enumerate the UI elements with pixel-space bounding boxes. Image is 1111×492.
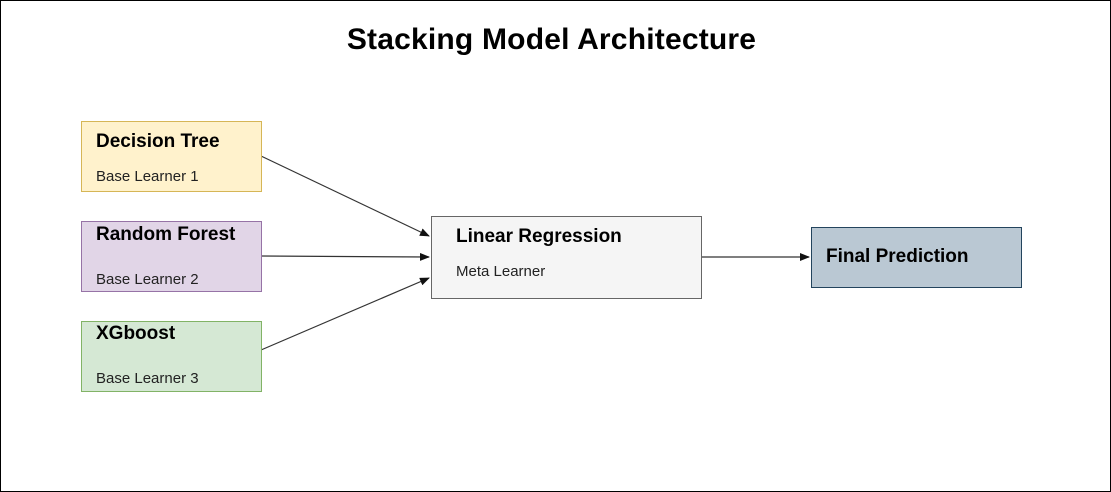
node-random-forest-name: Random Forest [96,224,236,245]
node-decision-tree-role: Base Learner 1 [96,168,199,185]
edge-decision-tree-to-linear-regression [260,155,430,237]
node-xgboost: XGboost Base Learner 3 [81,321,262,392]
edge-xgboost-to-linear-regression [260,277,430,351]
node-final-prediction: Final Prediction [811,227,1022,288]
node-linear-regression: Linear Regression Meta Learner [431,216,702,299]
node-random-forest-role: Base Learner 2 [96,271,199,288]
edge-random-forest-to-linear-regression [260,252,430,261]
diagram-title: Stacking Model Architecture [346,23,757,56]
node-xgboost-name: XGboost [96,323,176,344]
node-linear-regression-role: Meta Learner [456,263,546,280]
node-linear-regression-name: Linear Regression [456,226,622,247]
node-decision-tree: Decision Tree Base Learner 1 [81,121,262,192]
node-random-forest: Random Forest Base Learner 2 [81,221,262,292]
node-decision-tree-name: Decision Tree [96,131,220,152]
node-final-prediction-name: Final Prediction [826,246,969,267]
node-xgboost-role: Base Learner 3 [96,370,199,387]
